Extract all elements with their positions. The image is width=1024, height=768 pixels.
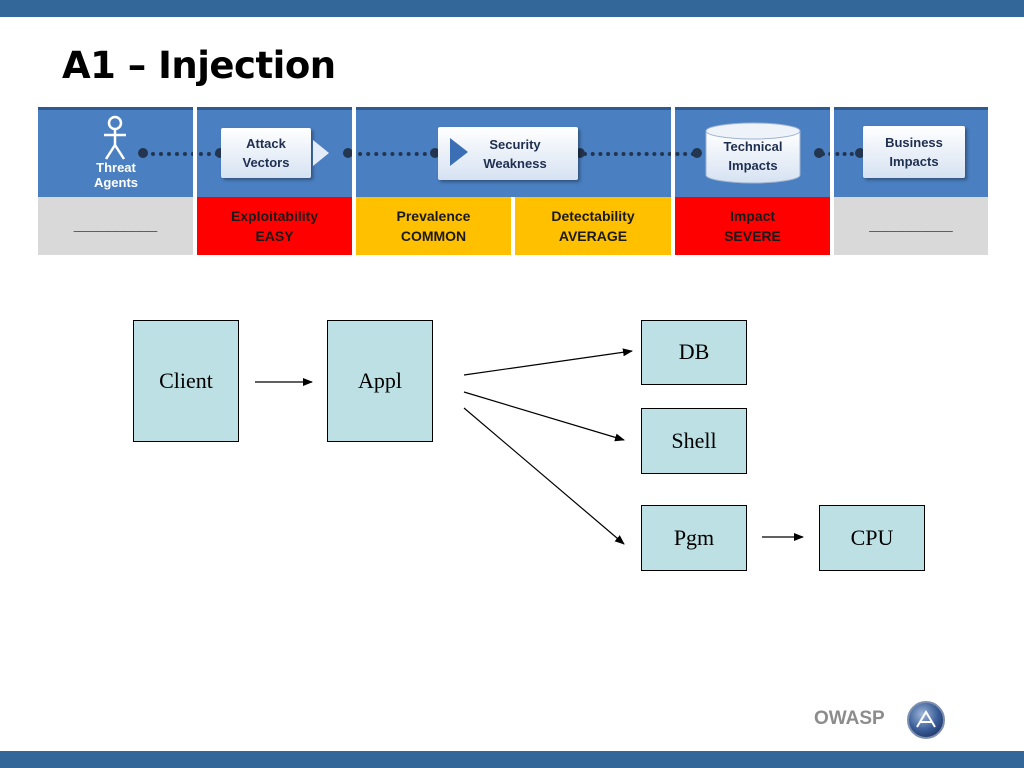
detectability-cell: Detectability AVERAGE xyxy=(515,197,671,255)
security-weakness-arrow-icon xyxy=(450,138,468,166)
attack-vectors-arrow-icon xyxy=(313,140,329,166)
database-icon xyxy=(705,122,801,184)
arrow-appl-db xyxy=(463,348,633,376)
attack-vectors-line1: Attack xyxy=(246,136,286,151)
connector-weakness-technical xyxy=(583,152,695,156)
security-weakness-line2: Weakness xyxy=(483,155,547,171)
prevalence-label: Prevalence xyxy=(396,208,471,224)
connector-dot xyxy=(343,148,353,158)
column-divider xyxy=(511,197,515,255)
column-divider xyxy=(830,107,834,255)
connector-technical-business xyxy=(821,152,861,156)
detectability-value: AVERAGE xyxy=(558,228,628,244)
top-bar xyxy=(0,0,1024,17)
column-divider xyxy=(352,107,356,255)
business-impacts-rating: __________ xyxy=(834,197,988,255)
bottom-bar xyxy=(0,751,1024,768)
threat-agents-rating-value: __________ xyxy=(73,217,158,234)
threat-agents-label-line2: Agents xyxy=(93,175,139,190)
owasp-logo-icon xyxy=(907,701,945,739)
impact-label: Impact xyxy=(729,208,776,224)
shell-box: Shell xyxy=(641,408,747,474)
slide-title: A1 – Injection xyxy=(62,44,336,87)
threat-agents-rating: __________ xyxy=(38,197,193,255)
exploitability-cell: Exploitability EASY xyxy=(197,197,352,255)
connector-dot xyxy=(692,148,702,158)
owasp-wordmark: OWASP xyxy=(814,708,885,729)
technical-impacts-line2: Impacts xyxy=(728,158,778,173)
column-divider xyxy=(671,107,675,255)
connector-dot xyxy=(138,148,148,158)
threat-agents-label-line1: Threat xyxy=(96,160,136,175)
arrow-appl-pgm xyxy=(463,407,625,545)
client-box: Client xyxy=(133,320,239,442)
technical-impacts-line1: Technical xyxy=(723,139,783,154)
business-impacts-box: Business Impacts xyxy=(863,126,965,178)
arrow-appl-shell xyxy=(463,391,625,442)
connector-dot xyxy=(215,148,225,158)
security-weakness-line1: Security xyxy=(489,136,541,152)
threat-agents-label: Threat Agents xyxy=(86,160,146,190)
cpu-box: CPU xyxy=(819,505,925,571)
appl-box: Appl xyxy=(327,320,433,442)
impact-cell: Impact SEVERE xyxy=(675,197,830,255)
connector-dot xyxy=(430,148,440,158)
connector-dot xyxy=(575,148,585,158)
attack-vectors-box: Attack Vectors xyxy=(221,128,311,178)
connector-attack-weakness xyxy=(350,152,435,156)
column-divider xyxy=(193,107,197,255)
technical-impacts-label: Technical Impacts xyxy=(704,137,802,175)
connector-dot xyxy=(814,148,824,158)
exploitability-label: Exploitability xyxy=(230,208,319,224)
threat-agent-icon xyxy=(104,115,126,160)
risk-rating-banner: Threat Agents Attack Vectors Security We… xyxy=(38,107,988,255)
prevalence-value: COMMON xyxy=(400,228,467,244)
exploitability-value: EASY xyxy=(255,228,294,244)
business-impacts-line1: Business xyxy=(885,135,943,150)
banner-top-line xyxy=(38,107,988,110)
business-impacts-line2: Impacts xyxy=(889,154,939,169)
connector-threat-attack xyxy=(143,152,219,156)
attack-vectors-line2: Vectors xyxy=(242,155,290,170)
detectability-label: Detectability xyxy=(551,208,635,224)
prevalence-cell: Prevalence COMMON xyxy=(356,197,511,255)
db-box: DB xyxy=(641,320,747,385)
impact-value: SEVERE xyxy=(724,228,781,244)
business-impacts-rating-value: __________ xyxy=(869,217,953,234)
connector-dot xyxy=(855,148,865,158)
pgm-box: Pgm xyxy=(641,505,747,571)
